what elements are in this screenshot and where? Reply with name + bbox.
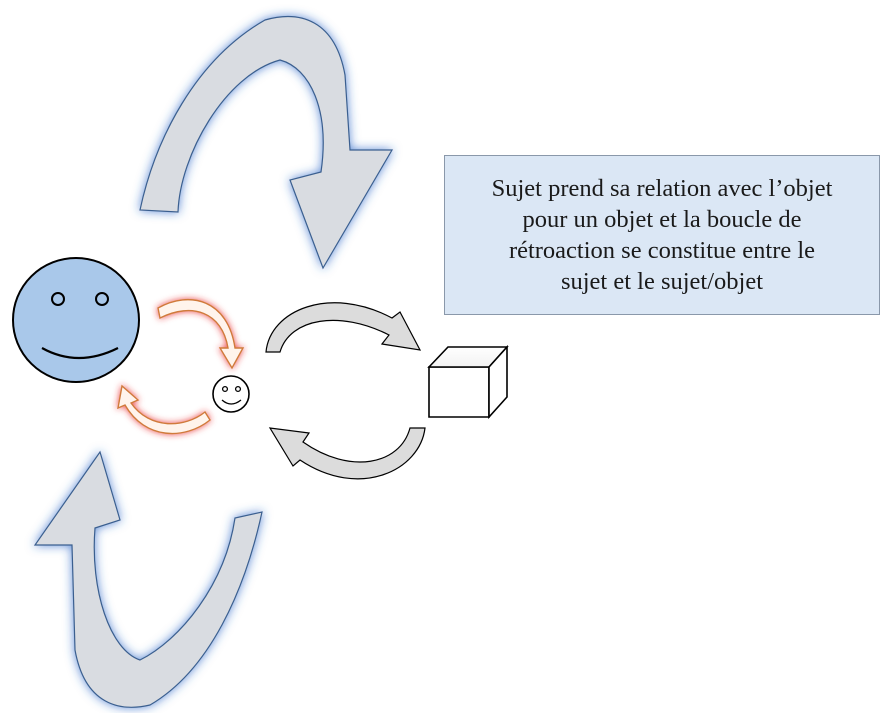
callout-line-1: Sujet prend sa relation avec l’objet (491, 175, 833, 202)
small-red-arrow-bottom-shape (117, 384, 211, 435)
callout-line-3: rétroaction se constitue entre le (508, 237, 816, 264)
callout-box: Sujet prend sa relation avec l’objet pou… (444, 155, 880, 315)
loop-arrow-bottom-shape (268, 427, 426, 480)
big-smiley-head (12, 257, 140, 383)
top-big-curved-arrow-shape (139, 16, 394, 270)
bottom-big-curved-arrow (33, 450, 263, 708)
callout-line-2: pour un objet et la boucle de (522, 206, 802, 233)
small-smiley-mouth (221, 399, 242, 405)
loop-arrow-bottom (268, 427, 426, 480)
cube-icon (427, 344, 509, 420)
small-red-arrow-bottom (117, 384, 211, 435)
small-red-arrow-top (157, 299, 245, 370)
loop-arrow-top-shape (265, 302, 422, 353)
big-smiley-face (12, 257, 140, 383)
cube-side-face (488, 344, 508, 420)
top-big-curved-arrow (139, 16, 394, 270)
big-smiley-right-eye (95, 292, 109, 306)
cube-front-face (428, 366, 490, 418)
bottom-big-curved-arrow-shape (33, 450, 263, 708)
small-smiley-face (212, 375, 250, 413)
big-smiley-left-eye (51, 292, 65, 306)
callout-line-4: sujet et le sujet/objet (560, 268, 764, 295)
small-smiley-head (212, 375, 250, 413)
loop-arrow-top (265, 302, 422, 353)
small-red-arrow-top-shape (157, 299, 245, 370)
big-smiley-mouth (41, 347, 119, 360)
callout-text: Sujet prend sa relation avec l’objet pou… (492, 173, 833, 297)
small-smiley-left-eye (221, 385, 229, 393)
small-smiley-right-eye (234, 385, 242, 393)
